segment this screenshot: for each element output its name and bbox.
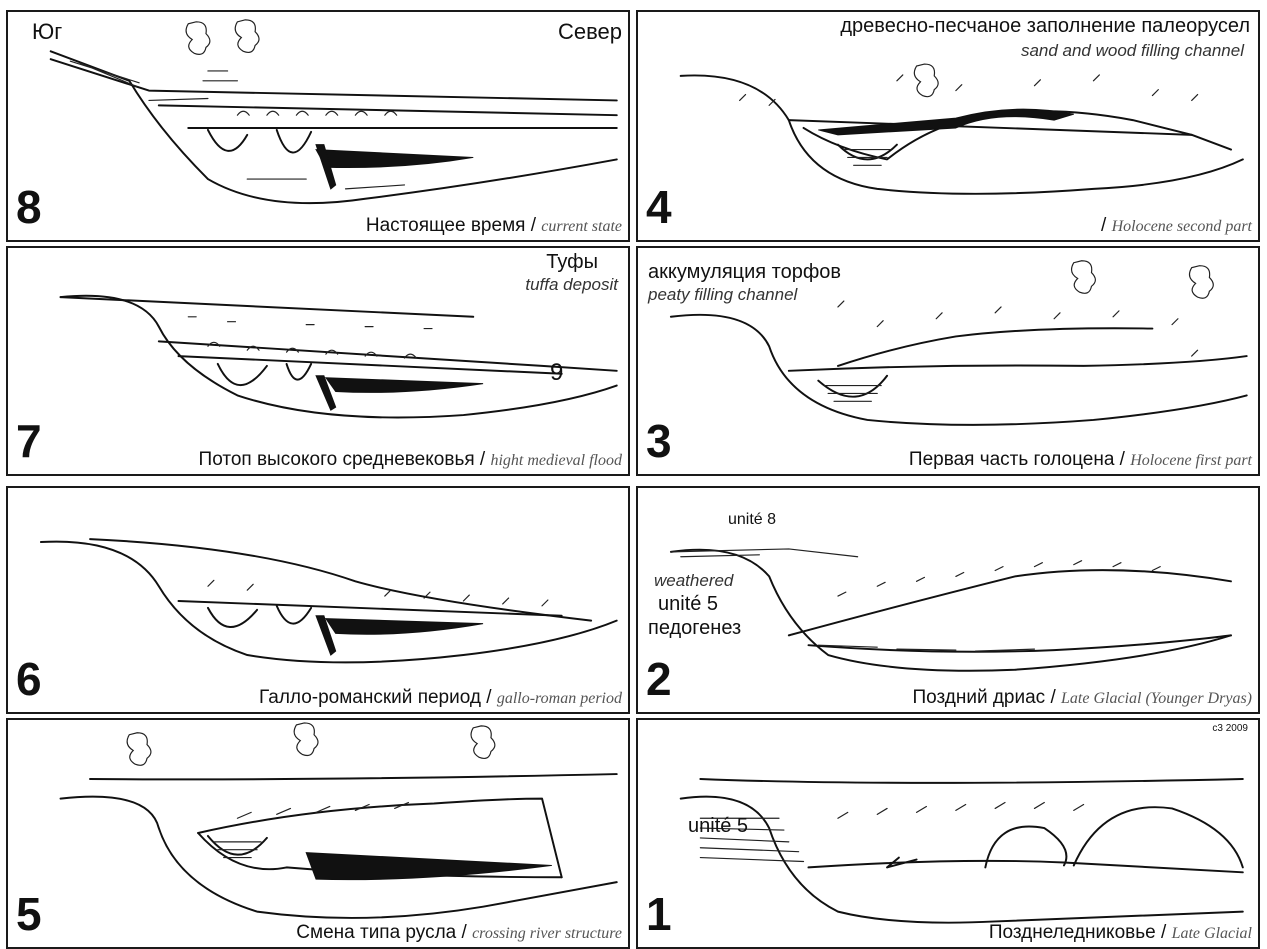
caption-separator: / — [1101, 215, 1112, 236]
panel-caption: Галло-романский период / gallo-roman per… — [259, 687, 622, 709]
panel-number: 4 — [646, 184, 672, 230]
caption-separator: / — [456, 922, 472, 943]
panel-caption: Позднеледниковье / Late Glacial — [989, 922, 1252, 944]
panel-number: 6 — [16, 656, 42, 702]
panel-caption: Потоп высокого средневековья / hight med… — [199, 449, 622, 471]
unit-5-label: unité 5 — [688, 816, 748, 837]
panel-number: 7 — [16, 418, 42, 464]
panel-caption: Смена типа русла / crossing river struct… — [296, 922, 622, 944]
south-label: Юг — [32, 20, 62, 43]
panel-5: 5 Смена типа русла / crossing river stru… — [6, 718, 630, 949]
caption-ru: Смена типа русла — [296, 922, 456, 943]
weathered-label: weathered — [654, 572, 733, 590]
panel-caption: Первая часть голоцена / Holocene first p… — [909, 449, 1252, 471]
panel-8: Юг Север 8 Настоящее время / current sta… — [6, 10, 630, 242]
peat-label-ru: аккумуляция торфов — [648, 262, 841, 283]
panel-2: unité 8 weathered unité 5 педогенез 2 По… — [636, 486, 1260, 714]
tuffa-label-ru: Туфы — [546, 252, 598, 273]
caption-en: Late Glacial — [1172, 925, 1252, 942]
panel-1: с3 2009 unité 5 1 Позднеледниковье / Lat… — [636, 718, 1260, 949]
cross-section-8 — [8, 12, 628, 240]
panel-number: 5 — [16, 891, 42, 937]
tuffa-label-en: tuffa deposit — [525, 276, 618, 294]
cross-section-6 — [8, 488, 628, 712]
panel-7: Туфы tuffa deposit 9 7 Потоп высокого ср… — [6, 246, 630, 476]
caption-separator: / — [525, 215, 541, 236]
caption-en: Holocene first part — [1130, 452, 1252, 469]
panel-number: 8 — [16, 184, 42, 230]
panel-caption: Поздний дриас / Late Glacial (Younger Dr… — [912, 687, 1252, 709]
caption-en: gallo-roman period — [497, 690, 622, 707]
caption-en: Holocene second part — [1112, 218, 1252, 235]
panel-caption: / Holocene second part — [1101, 215, 1252, 237]
peat-label-en: peaty filling channel — [648, 286, 797, 304]
channel-fill-label-ru: древесно-песчаное заполнение палеорусел — [840, 16, 1250, 37]
panel-number: 1 — [646, 891, 672, 937]
caption-separator: / — [475, 449, 491, 470]
unit-5-label: unité 5 — [658, 594, 718, 615]
caption-en: crossing river structure — [472, 925, 622, 942]
caption-separator: / — [1156, 922, 1172, 943]
panel-3: аккумуляция торфов peaty filling channel… — [636, 246, 1260, 476]
caption-ru: Настоящее время — [366, 215, 526, 236]
caption-separator: / — [1045, 687, 1061, 708]
caption-en: hight medieval flood — [490, 452, 622, 469]
caption-separator: / — [1114, 449, 1130, 470]
channel-fill-label-en: sand and wood filling channel — [1021, 42, 1244, 60]
panel-number: 2 — [646, 656, 672, 702]
caption-ru: Поздний дриас — [912, 687, 1045, 708]
caption-ru: Позднеледниковье — [989, 922, 1156, 943]
cross-section-5 — [8, 720, 628, 947]
pedogenesis-label: педогенез — [648, 618, 741, 639]
panel-number: 3 — [646, 418, 672, 464]
panel-caption: Настоящее время / current state — [366, 215, 622, 237]
caption-separator: / — [481, 687, 497, 708]
marker-9: 9 — [550, 360, 563, 385]
caption-en: Late Glacial (Younger Dryas) — [1061, 690, 1252, 707]
unit-8-label: unité 8 — [728, 512, 776, 529]
caption-ru: Потоп высокого средневековья — [199, 449, 475, 470]
caption-ru: Первая часть голоцена — [909, 449, 1114, 470]
caption-en: current state — [541, 218, 622, 235]
caption-ru: Галло-романский период — [259, 687, 481, 708]
panel-4: древесно-песчаное заполнение палеорусел … — [636, 10, 1260, 242]
panel-6: 6 Галло-романский период / gallo-roman p… — [6, 486, 630, 714]
north-label: Север — [558, 20, 622, 43]
signature: с3 2009 — [1212, 724, 1248, 735]
